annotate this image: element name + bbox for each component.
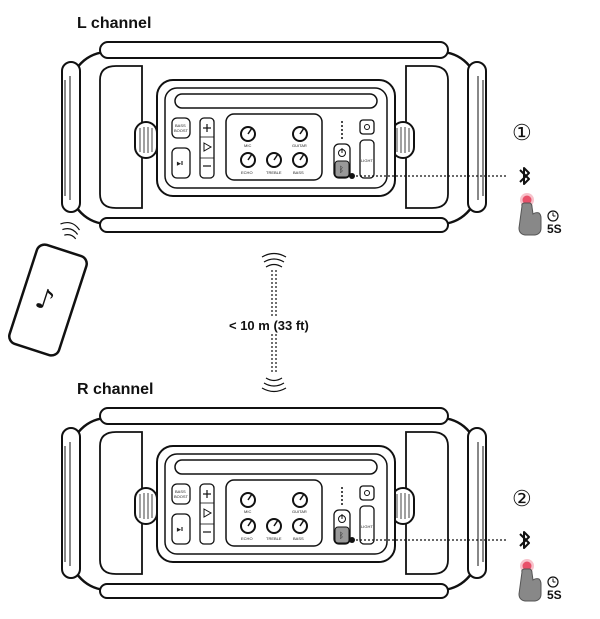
- distance-connector: [261, 252, 287, 393]
- leader-line-r: [349, 537, 508, 543]
- distance-label: < 10 m (33 ft): [226, 317, 312, 334]
- right-channel-speaker: [60, 406, 488, 600]
- bluetooth-icon: [519, 167, 530, 185]
- step-1-marker: ①: [512, 120, 532, 145]
- wireless-signal-icon: [60, 222, 81, 240]
- left-channel-speaker: [60, 40, 488, 234]
- leader-line-l: [349, 173, 508, 179]
- music-phone-icon: ♪: [8, 243, 88, 357]
- hold-time-label: 5S: [547, 588, 562, 602]
- bluetooth-icon: [519, 531, 530, 549]
- r-channel-label: R channel: [77, 381, 154, 398]
- step-2-marker: ②: [512, 486, 532, 511]
- l-channel-label: L channel: [77, 15, 152, 32]
- hold-time-label: 5S: [547, 222, 562, 236]
